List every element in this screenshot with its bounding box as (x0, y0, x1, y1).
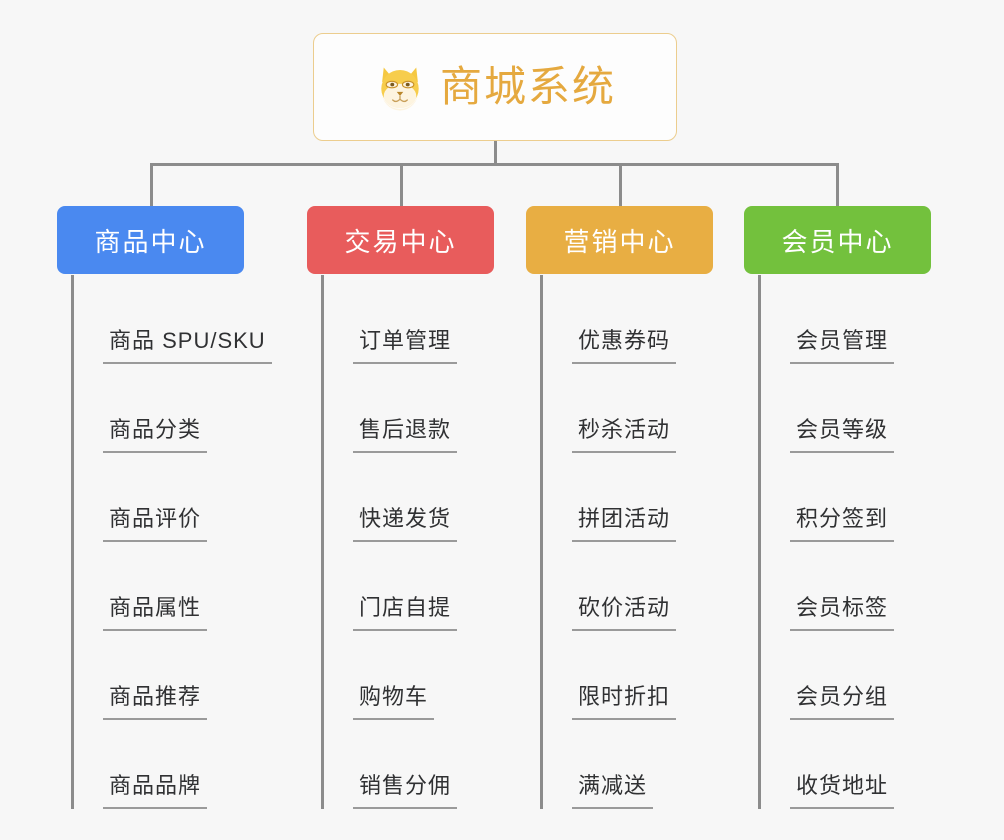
leaf-label: 会员分组 (790, 679, 895, 720)
leaf-label: 商品 SPU/SKU (103, 323, 272, 364)
list-item[interactable]: 限时折扣 (540, 631, 677, 720)
list-item[interactable]: 满减送 (540, 720, 676, 809)
list-item[interactable]: 商品推荐 (71, 631, 272, 720)
list-item[interactable]: 收货地址 (758, 720, 895, 809)
category-label-3: 营销中心 (563, 226, 676, 257)
root-node[interactable]: 商城系统 (313, 33, 677, 141)
leaf-label: 限时折扣 (572, 679, 677, 720)
connector-drop-3 (619, 163, 622, 206)
leaf-label: 订单管理 (353, 323, 458, 364)
list-item[interactable]: 售后退款 (321, 364, 458, 453)
leaf-label: 门店自提 (353, 590, 458, 631)
list-item[interactable]: 订单管理 (321, 275, 458, 364)
root-title: 商城系统 (439, 63, 616, 110)
leaf-label: 优惠券码 (572, 323, 677, 364)
list-item[interactable]: 快递发货 (321, 453, 458, 542)
list-item[interactable]: 优惠券码 (540, 275, 677, 364)
list-item[interactable]: 商品 SPU/SKU (71, 275, 272, 364)
leaf-label: 商品分类 (103, 412, 208, 453)
list-item[interactable]: 商品评价 (71, 453, 272, 542)
leaf-label: 商品评价 (103, 501, 208, 542)
branch-spine-4 (758, 275, 761, 809)
branch-column-2: 订单管理 售后退款 快递发货 门店自提 购物车 销售分佣 (321, 275, 458, 809)
list-item[interactable]: 积分签到 (758, 453, 895, 542)
list-item[interactable]: 会员分组 (758, 631, 895, 720)
branch-spine-1 (71, 275, 74, 809)
connector-drop-2 (400, 163, 403, 206)
leaf-label: 售后退款 (353, 412, 458, 453)
connector-horizontal-bus (150, 163, 838, 166)
list-item[interactable]: 秒杀活动 (540, 364, 677, 453)
category-label-2: 交易中心 (344, 226, 457, 257)
category-box-2[interactable]: 交易中心 (307, 206, 494, 274)
category-box-4[interactable]: 会员中心 (744, 206, 931, 274)
leaf-label: 砍价活动 (572, 590, 677, 631)
leaf-label: 会员等级 (790, 412, 895, 453)
list-item[interactable]: 会员管理 (758, 275, 895, 364)
branch-spine-2 (321, 275, 324, 809)
branch-spine-3 (540, 275, 543, 809)
leaf-label: 满减送 (572, 768, 654, 809)
category-box-3[interactable]: 营销中心 (526, 206, 713, 274)
list-item[interactable]: 会员标签 (758, 542, 895, 631)
list-item[interactable]: 购物车 (321, 631, 457, 720)
connector-root-stem (494, 141, 497, 165)
leaf-label: 商品品牌 (103, 768, 208, 809)
leaf-label: 销售分佣 (353, 768, 458, 809)
leaf-label: 购物车 (353, 679, 435, 720)
leaf-label: 会员管理 (790, 323, 895, 364)
list-item[interactable]: 商品分类 (71, 364, 272, 453)
list-item[interactable]: 门店自提 (321, 542, 458, 631)
leaf-label: 秒杀活动 (572, 412, 677, 453)
connector-drop-4 (836, 163, 839, 206)
leaf-label: 会员标签 (790, 590, 895, 631)
leaf-label: 商品推荐 (103, 679, 208, 720)
category-box-1[interactable]: 商品中心 (57, 206, 244, 274)
connector-drop-1 (150, 163, 153, 206)
leaf-label: 积分签到 (790, 501, 895, 542)
category-label-4: 会员中心 (781, 226, 894, 257)
leaf-label: 商品属性 (103, 590, 208, 631)
list-item[interactable]: 销售分佣 (321, 720, 458, 809)
list-item[interactable]: 商品品牌 (71, 720, 272, 809)
list-item[interactable]: 会员等级 (758, 364, 895, 453)
list-item[interactable]: 拼团活动 (540, 453, 677, 542)
category-label-1: 商品中心 (94, 226, 207, 257)
list-item[interactable]: 商品属性 (71, 542, 272, 631)
branch-column-3: 优惠券码 秒杀活动 拼团活动 砍价活动 限时折扣 满减送 (540, 275, 677, 809)
branch-column-1: 商品 SPU/SKU 商品分类 商品评价 商品属性 商品推荐 商品品牌 (71, 275, 272, 809)
list-item[interactable]: 砍价活动 (540, 542, 677, 631)
leaf-label: 拼团活动 (572, 501, 677, 542)
leaf-label: 收货地址 (790, 768, 895, 809)
branch-column-4: 会员管理 会员等级 积分签到 会员标签 会员分组 收货地址 (758, 275, 895, 809)
shiba-dog-icon (374, 61, 426, 113)
leaf-label: 快递发货 (353, 501, 458, 542)
